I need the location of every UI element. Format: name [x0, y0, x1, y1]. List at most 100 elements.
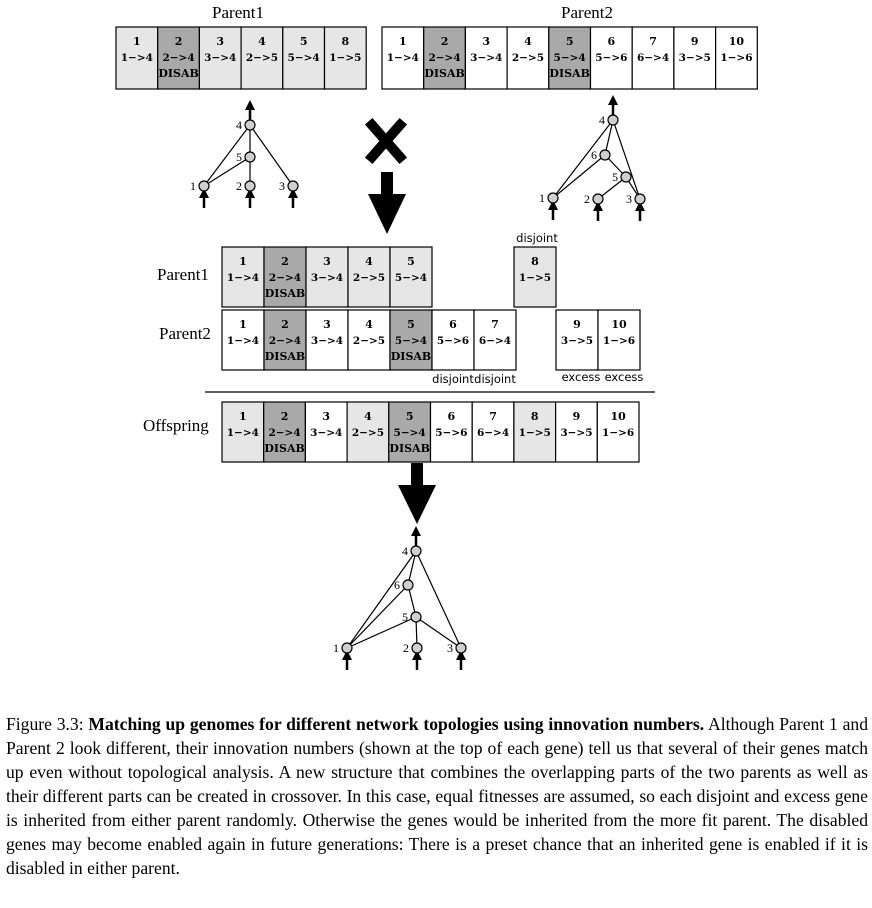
- edge-1-5: [203, 156, 251, 187]
- innovation-number: 3: [216, 35, 224, 48]
- connection-label: 1−>6: [602, 427, 634, 439]
- innovation-number: 5: [406, 410, 414, 423]
- innovation-number: 5: [300, 35, 308, 48]
- connection-label: 5−>6: [437, 335, 469, 347]
- edge-1-6: [552, 154, 606, 199]
- innovation-number: 8: [531, 410, 539, 423]
- gene-box: [597, 309, 641, 371]
- connection-label: 1−>4: [227, 335, 259, 347]
- connection-label: 1−>6: [720, 52, 752, 64]
- innovation-number: 3: [482, 35, 490, 48]
- gene-9: 93−>5: [555, 309, 599, 371]
- innovation-number: 10: [729, 35, 745, 48]
- edge-3-4: [612, 119, 641, 200]
- gene-3: 33−>4: [305, 246, 349, 308]
- gene-box: [304, 401, 348, 463]
- gene-box: [389, 246, 433, 308]
- connection-label: 2−>5: [353, 272, 385, 284]
- node-label: 1: [539, 191, 545, 205]
- node-label: 1: [333, 641, 339, 655]
- disjoint-annotation-7: disjoint: [474, 372, 516, 386]
- gene-box: [263, 401, 307, 463]
- edge-3-5: [415, 616, 462, 649]
- caption-title: Matching up genomes for different networ…: [88, 714, 705, 734]
- gene-1: 11−>4: [115, 26, 159, 90]
- node-label: 2: [584, 192, 590, 206]
- gene-box: [157, 26, 200, 90]
- edge-1-5: [346, 616, 417, 649]
- node-2: [411, 642, 423, 654]
- innovation-number: 9: [573, 410, 581, 423]
- gene-10: 101−>6: [596, 401, 640, 463]
- gene-box: [513, 246, 557, 308]
- gene-box: [347, 246, 391, 308]
- node-label: 5: [612, 170, 618, 184]
- innovation-number: 1: [399, 35, 407, 48]
- parent2-top-label: Parent2: [561, 3, 613, 22]
- connection-label: 1−>5: [519, 427, 551, 439]
- disabled-label: DISAB: [549, 67, 589, 80]
- innovation-number: 4: [258, 35, 266, 48]
- gene-box: [554, 401, 598, 463]
- parent1-top-label: Parent1: [212, 3, 264, 22]
- aligned-parent2-genome: 11−>422−>4DISAB33−>442−>555−>4DISAB65−>6…: [221, 309, 517, 371]
- gene-5: 55−>4: [389, 246, 433, 308]
- innovation-number: 5: [566, 35, 574, 48]
- connection-label: 3−>4: [311, 335, 343, 347]
- connection-label: 6−>4: [479, 335, 511, 347]
- gene-box: [323, 26, 367, 90]
- gene-box: [429, 401, 473, 463]
- gene-7: 76−>4: [471, 401, 515, 463]
- innovation-number: 3: [322, 410, 330, 423]
- node-label: 6: [394, 578, 400, 592]
- connection-label: 5−>4: [394, 427, 426, 439]
- node-3: [287, 180, 299, 192]
- node-label: 4: [599, 113, 605, 127]
- innovation-number: 2: [441, 35, 449, 48]
- disabled-label: DISAB: [158, 67, 198, 80]
- gene-box: [506, 26, 550, 90]
- node-5: [620, 171, 632, 183]
- disabled-label: DISAB: [424, 67, 464, 80]
- node-label: 5: [236, 150, 242, 164]
- node-label: 2: [403, 641, 409, 655]
- node-label: 4: [402, 544, 408, 558]
- aligned-parent1-label: Parent1: [157, 265, 209, 284]
- connection-label: 3−>5: [560, 427, 592, 439]
- excess-annotation-9: excess: [562, 370, 601, 384]
- gene-box: [513, 401, 557, 463]
- disjoint-annotation-top: disjoint: [516, 231, 558, 245]
- caption-body: Although Parent 1 and Parent 2 look diff…: [6, 714, 868, 878]
- connection-label: 2−>4: [428, 52, 460, 64]
- connection-label: 1−>4: [227, 272, 259, 284]
- gene-box: [714, 26, 758, 90]
- disabled-label: DISAB: [389, 442, 429, 455]
- connection-label: 3−>4: [310, 427, 342, 439]
- connection-label: 1−>4: [121, 52, 153, 64]
- innovation-number: 7: [491, 318, 499, 331]
- connection-label: 5−>4: [554, 52, 586, 64]
- gene-1: 11−>4: [221, 401, 265, 463]
- gene-10: 101−>6: [597, 309, 641, 371]
- node-6: [402, 579, 414, 591]
- connection-label: 5−>4: [395, 335, 427, 347]
- gene-1: 11−>4: [221, 309, 265, 371]
- connection-label: 2−>4: [269, 272, 301, 284]
- connection-label: 3−>5: [679, 52, 711, 64]
- connection-label: 5−>4: [288, 52, 320, 64]
- gene-4: 42−>5: [347, 309, 391, 371]
- node-5: [244, 151, 256, 163]
- node-4: [410, 545, 422, 557]
- neat-crossover-figure: Parent1 Parent2 11−>422−>4DISAB33−>442−>…: [115, 3, 758, 670]
- x-cross-icon: [364, 117, 408, 165]
- gene-box: [381, 26, 425, 90]
- aligned-parent2-label: Parent2: [159, 324, 211, 343]
- innovation-number: 8: [342, 35, 350, 48]
- gene-box: [431, 309, 475, 371]
- gene-box: [473, 309, 517, 371]
- edge-6-4: [604, 119, 614, 156]
- innovation-number: 6: [448, 410, 456, 423]
- gene-3: 33−>4: [305, 309, 349, 371]
